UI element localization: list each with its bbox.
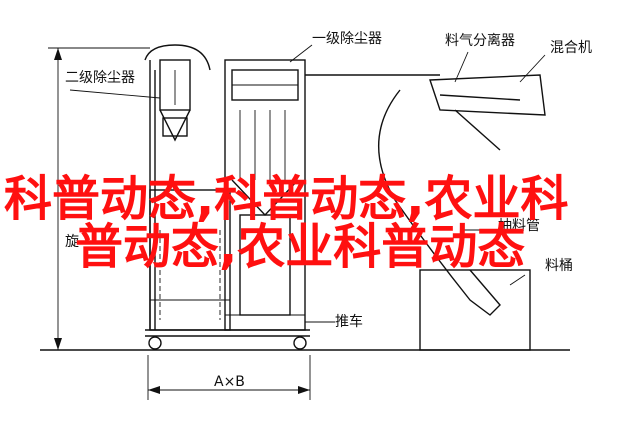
dimension-arrow-down (54, 338, 62, 350)
material-bucket (419, 269, 531, 351)
overlay-text-line2: 普动态,农业科普动态 (75, 219, 525, 275)
suction-hose (378, 89, 501, 316)
leader-mixer (519, 54, 546, 83)
overlay-text-line1: 科普动态,科普动态,农业科 (4, 171, 568, 227)
width-arrow-left (148, 386, 160, 394)
label-cart: 推车 (335, 313, 363, 330)
material-separator (429, 74, 546, 151)
label-hose: 抽料管 (498, 218, 540, 234)
label-material-separator: 料气分离器 (445, 32, 515, 49)
label-rotary: 旋 (65, 234, 79, 250)
leader-primary (289, 44, 313, 63)
label-bucket: 料桶 (545, 258, 573, 274)
width-arrow-right (298, 386, 310, 394)
label-primary-dust-collector: 一级除尘器 (312, 31, 382, 47)
leader-bucket (509, 274, 526, 286)
cart (145, 321, 325, 350)
leader-separator (454, 51, 469, 83)
label-secondary-dust-collector: 二级除尘器 (65, 70, 135, 86)
dimension-arrow-up (54, 48, 62, 60)
leader-secondary (69, 89, 161, 99)
label-mixer: 混合机 (550, 40, 592, 56)
label-dimensions: A×B (214, 374, 245, 390)
